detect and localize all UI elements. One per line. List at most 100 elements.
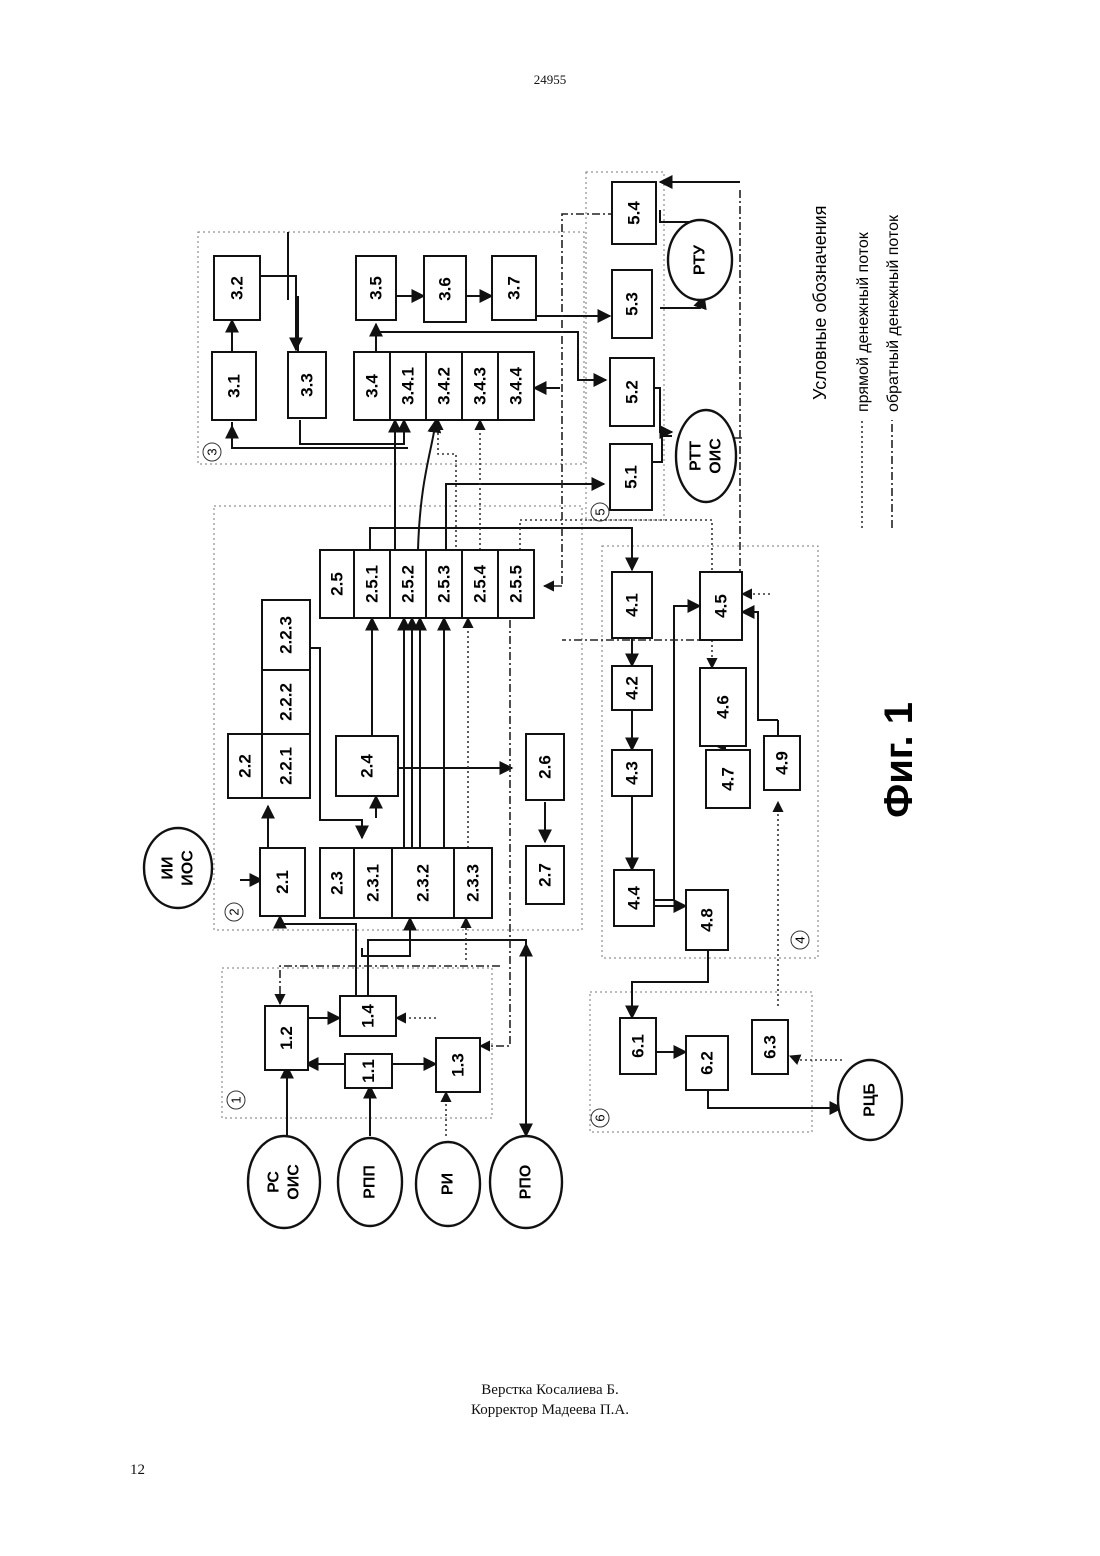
box-b3-2: 3.2 [214,256,260,320]
footer-layout: Верстка Косалиева Б. [0,1380,1100,1400]
direct-flow-lines [232,182,842,1136]
box-label: 3.4.1 [399,367,418,405]
box-b1-1: 1.1 [345,1054,392,1088]
box-b2-3: 2.3 [320,848,354,918]
entity-ri: РИ [416,1142,480,1226]
box-b3-6: 3.6 [424,256,466,322]
entity-label: ОИС [286,1164,303,1200]
legend-title: Условные обозначения [810,206,830,400]
box-label: 5.1 [622,465,641,489]
box-label: 4.6 [714,695,733,719]
box-b6-2: 6.2 [686,1036,728,1090]
box-b2-4: 2.4 [336,736,398,796]
box-b2-5-2: 2.5.2 [390,550,426,618]
box-label: 2.3.1 [364,864,383,902]
box-b3-5: 3.5 [356,256,396,320]
entity-label: РС [266,1171,283,1193]
box-label: 6.2 [698,1051,717,1075]
entity-label: ИОС [180,850,197,886]
box-b2-5-1: 2.5.1 [354,550,390,618]
box-b5-1: 5.1 [610,444,652,510]
box-b5-3: 5.3 [612,270,652,338]
box-label: 1.1 [359,1059,378,1083]
box-b5-2: 5.2 [610,358,654,426]
group-number: 4 [793,936,808,943]
box-b4-5: 4.5 [700,572,742,640]
entity-label: РТТ [688,441,705,471]
box-b2-6: 2.6 [526,734,564,800]
box-label: 2.2.1 [277,747,296,785]
box-label: 4.5 [712,594,731,618]
box-label: 2.3 [328,871,347,895]
entity-rpp: РПП [338,1138,402,1226]
entity-label: РПО [518,1165,535,1200]
box-label: 5.4 [625,201,644,225]
box-label: 2.5.2 [399,565,418,603]
entity-label: РТУ [692,244,709,275]
box-b2-2: 2.2 [228,734,262,798]
figure-caption: Фиг. 1 [877,702,921,818]
box-b4-8: 4.8 [686,890,728,950]
box-label: 2.4 [358,754,377,778]
box-b2-7: 2.7 [526,846,564,904]
entity-label: ОИС [708,438,725,474]
group-marker-1: 1 [227,1091,245,1109]
box-b3-7: 3.7 [492,256,536,320]
box-label: 1.3 [449,1053,468,1077]
box-b2-1: 2.1 [260,848,305,916]
entity-label: РЦБ [862,1083,879,1117]
entity-rtt-ois: РТТОИС [676,410,736,502]
group-marker-6: 6 [591,1109,609,1127]
box-b2-2-1: 2.2.1 [262,734,310,798]
box-label: 3.4 [363,374,382,398]
box-b2-3-3: 2.3.3 [454,848,492,918]
box-b4-7: 4.7 [706,750,750,808]
box-label: 5.2 [623,380,642,404]
footer-corrector: Корректор Мадеева П.А. [0,1400,1100,1420]
box-b4-2: 4.2 [612,666,652,710]
box-label: 3.4.3 [471,367,490,405]
entity-label: РПП [362,1165,379,1199]
group-number: 1 [229,1096,244,1103]
box-label: 6.1 [629,1034,648,1058]
box-label: 2.5.4 [471,565,490,603]
box-b4-4: 4.4 [614,870,654,926]
box-label: 2.5 [328,572,347,596]
box-label: 4.3 [623,761,642,785]
box-label: 3.4.4 [507,367,526,405]
box-b2-5-3: 2.5.3 [426,550,462,618]
box-label: 3.3 [298,373,317,397]
box-label: 4.8 [698,908,717,932]
box-b1-2: 1.2 [265,1006,308,1070]
entity-rcb: РЦБ [838,1060,902,1140]
group-number: 5 [593,508,608,515]
entity-rtu: РТУ [668,220,732,300]
box-label: 3.4.2 [435,367,454,405]
box-label: 2.5.1 [363,565,382,603]
box-b3-4-2: 3.4.2 [426,352,462,420]
box-label: 4.9 [773,751,792,775]
box-label: 4.4 [625,886,644,910]
legend-reverse-flow: обратный денежный поток [885,214,902,412]
box-label: 4.7 [719,767,738,791]
box-b3-3: 3.3 [288,352,326,418]
box-b2-5-5: 2.5.5 [498,550,534,618]
box-label: 2.1 [273,870,292,894]
box-b3-4-3: 3.4.3 [462,352,498,420]
box-label: 3.6 [436,277,455,301]
box-label: 3.2 [228,276,247,300]
group-number: 2 [227,908,242,915]
box-label: 5.3 [623,292,642,316]
box-label: 3.1 [225,374,244,398]
entity-label: ИИ [160,857,177,880]
entity-ii-ios: ИИИОС [144,828,212,908]
box-b4-9: 4.9 [764,736,800,790]
legend-direct-flow: прямой денежный поток [855,231,872,412]
box-label: 2.2.3 [277,616,296,654]
box-label: 2.2 [236,754,255,778]
page-number: 12 [130,1462,145,1479]
box-b2-2-3: 2.2.3 [262,600,310,670]
group-number: 6 [593,1114,608,1121]
group-number: 3 [205,448,220,455]
